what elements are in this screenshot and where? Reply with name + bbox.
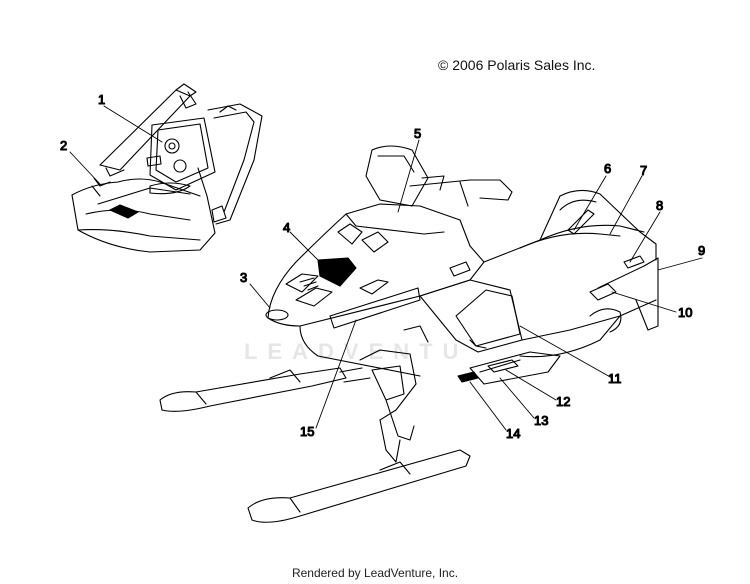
snowmobile-body — [159, 145, 659, 523]
callout-8[interactable]: 8 — [655, 197, 663, 213]
leader-lines — [69, 105, 703, 431]
callouts: 1 2 3 4 5 6 7 8 9 10 11 12 13 14 15 — [59, 91, 705, 441]
callout-9[interactable]: 9 — [697, 242, 705, 258]
callout-2[interactable]: 2 — [59, 137, 67, 153]
copyright-text: © 2006 Polaris Sales Inc. — [438, 57, 596, 73]
callout-15[interactable]: 15 — [299, 423, 315, 439]
footer-credit: Rendered by LeadVenture, Inc. — [291, 566, 459, 580]
callout-13[interactable]: 13 — [533, 412, 549, 428]
watermark-text: LEADVENTU — [244, 339, 469, 364]
console-assembly — [71, 83, 263, 253]
callout-14[interactable]: 14 — [505, 425, 521, 441]
callout-1[interactable]: 1 — [97, 91, 105, 107]
callout-6[interactable]: 6 — [603, 160, 611, 176]
callout-5[interactable]: 5 — [413, 125, 421, 141]
callout-4[interactable]: 4 — [282, 219, 290, 235]
callout-10[interactable]: 10 — [677, 304, 693, 320]
callout-7[interactable]: 7 — [639, 162, 647, 178]
callout-12[interactable]: 12 — [555, 393, 571, 409]
callout-3[interactable]: 3 — [239, 269, 247, 285]
callout-11[interactable]: 11 — [607, 370, 622, 386]
